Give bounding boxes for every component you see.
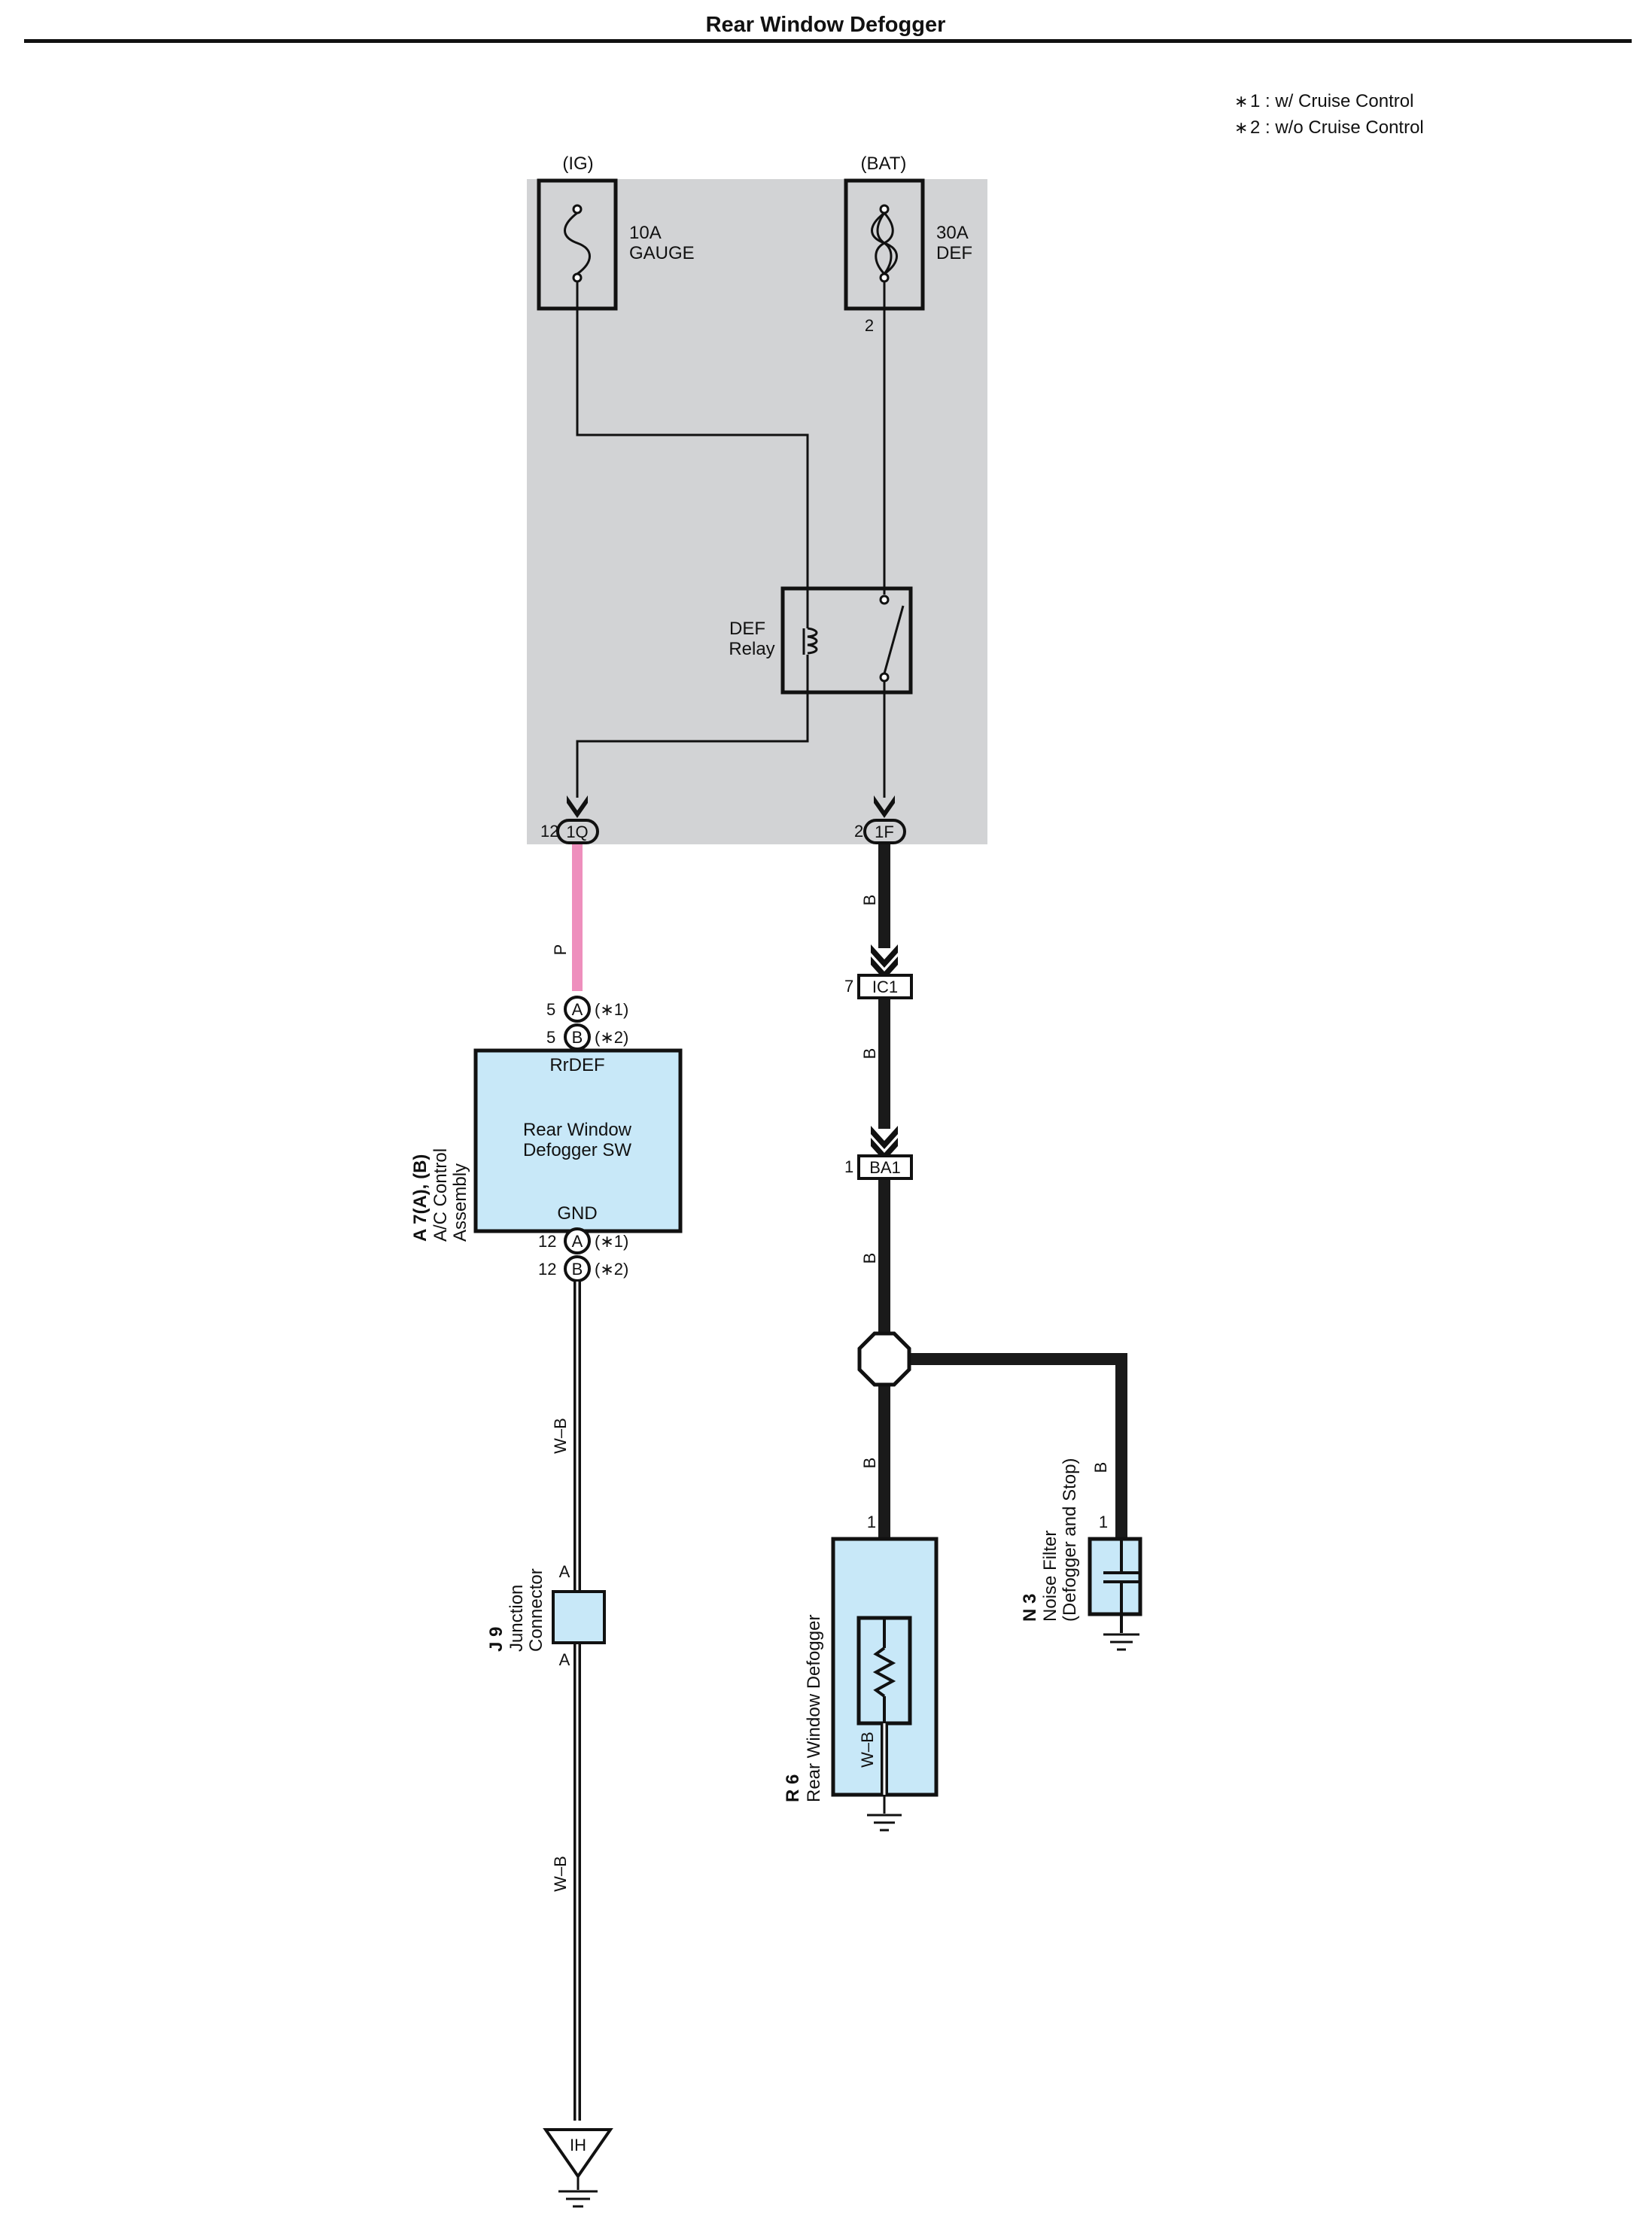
fuse-30a-name: DEF <box>936 243 972 263</box>
junction-pin-top: A <box>559 1562 570 1581</box>
note-2-text: 2 : w/o Cruise Control <box>1250 117 1424 138</box>
ac-bottom-pins: 12 A (∗1) 12 B (∗2) <box>538 1227 628 1282</box>
ac-bot-pin-a: 12 <box>538 1232 556 1251</box>
junction-connector <box>552 1590 606 1644</box>
ac-bot-conn-a-label: A <box>572 1232 583 1251</box>
defogger-id: R 6 <box>783 1774 803 1802</box>
relay-switch-icon <box>879 594 905 683</box>
fuse-30a-icon <box>871 204 898 283</box>
ac-control-name-2: Assembly <box>450 1163 470 1242</box>
ac-bot-note-b: (∗2) <box>595 1260 628 1279</box>
ac-control-id-group: A 7(A), (B) A/C Control Assembly <box>410 1148 470 1242</box>
note-1-text: 1 : w/ Cruise Control <box>1250 91 1413 111</box>
relay-label-1: DEF <box>729 619 765 639</box>
ac-top-note-a: (∗1) <box>595 1000 628 1019</box>
fuse-10a-amp: 10A <box>629 223 662 243</box>
conn-ic1 <box>857 974 913 999</box>
defogger-pin: 1 <box>867 1513 876 1531</box>
ac-sw-label-1: Rear Window <box>523 1120 632 1140</box>
conn-1q-label: 1Q <box>566 823 588 841</box>
conn-1f-pin: 2 <box>854 822 863 841</box>
notes: ∗ 1 : w/ Cruise Control ∗ 2 : w/o Cruise… <box>1234 91 1424 138</box>
junction-name-2: Connector <box>526 1568 546 1652</box>
ac-rrdef-label: RrDEF <box>549 1055 604 1075</box>
ac-bot-note-a: (∗1) <box>595 1232 628 1251</box>
relay-label-2: Relay <box>729 639 774 659</box>
ac-bot-conn-b <box>564 1255 591 1282</box>
wire-b-label-6: B <box>1091 1462 1110 1473</box>
conn-ba1-pin: 1 <box>844 1157 853 1176</box>
ac-top-conn-a-label: A <box>572 1000 583 1019</box>
junction-name-1: Junction <box>507 1585 527 1652</box>
conn-ic1-label: IC1 <box>872 978 898 996</box>
noise-filter-pin: 1 <box>1099 1513 1108 1531</box>
splice-point <box>857 1331 911 1387</box>
ac-control-id: A 7(A), (B) <box>410 1154 430 1242</box>
ac-sw-label-2: Defogger SW <box>523 1140 631 1160</box>
bat-source-label: (BAT) <box>861 154 907 174</box>
wire-p-label: P <box>551 944 570 956</box>
fuse-10a-icon <box>564 204 591 283</box>
ac-bot-pin-b: 12 <box>538 1260 556 1279</box>
conn-1q-pin: 12 <box>540 822 558 841</box>
connector-chevron-icon <box>567 795 895 818</box>
ground-icon <box>867 1795 902 1832</box>
conn-ba1 <box>857 1154 913 1180</box>
capacitor-icon <box>1103 1539 1139 1633</box>
defogger-wb-label: W–B <box>858 1732 877 1768</box>
ig-source-label: (IG) <box>562 154 593 174</box>
ac-top-conn-b-label: B <box>572 1028 583 1047</box>
resistor-icon <box>872 1647 896 1698</box>
junction-pin-bottom: A <box>559 1650 570 1669</box>
conn-1f-label: 1F <box>875 823 894 841</box>
ac-top-pins: 5 A (∗1) 5 B (∗2) <box>546 996 628 1051</box>
note-2-mark: ∗ <box>1234 118 1248 137</box>
ac-control-name-1: A/C Control <box>430 1148 451 1242</box>
noise-filter-name-1: Noise Filter <box>1040 1531 1060 1622</box>
wire-wb-label-2: W–B <box>551 1856 570 1892</box>
internal-wiring <box>576 281 886 798</box>
noise-filter-id: N 3 <box>1020 1594 1040 1622</box>
wire-b-label-1: B <box>860 895 879 906</box>
ac-top-pin-b: 5 <box>546 1028 555 1047</box>
ground-icon <box>1103 1633 1139 1651</box>
wire-b-label-2: B <box>860 1048 879 1060</box>
note-1-mark: ∗ <box>1234 92 1248 111</box>
noise-filter-name-2: (Defogger and Stop) <box>1060 1458 1080 1622</box>
def-relay <box>780 586 913 695</box>
fuse-30a-amp: 30A <box>936 223 969 243</box>
junction-id: J 9 <box>486 1627 507 1652</box>
defogger-name: Rear Window Defogger <box>804 1615 824 1802</box>
wire-b-label-4: B <box>860 1458 879 1469</box>
title-rule <box>24 39 1632 43</box>
ac-top-note-b: (∗2) <box>595 1028 628 1047</box>
ac-gnd-label: GND <box>557 1203 597 1224</box>
wire-wb-label-1: W–B <box>551 1418 570 1454</box>
fuse-30a-pin: 2 <box>865 316 874 335</box>
diagram-title: Rear Window Defogger <box>706 13 946 37</box>
ac-top-conn-a <box>564 996 591 1023</box>
noise-filter <box>1088 1537 1142 1616</box>
relay-coil-icon <box>802 627 818 655</box>
fuse-box-area <box>527 179 987 844</box>
wire-b-main <box>871 844 1127 1618</box>
wire-b-label-3: B <box>860 1253 879 1264</box>
conn-ic1-pin: 7 <box>844 977 853 996</box>
ground-ih-label: IH <box>570 2136 586 2154</box>
ac-bot-conn-b-label: B <box>572 1260 583 1279</box>
ground-ih-symbol <box>543 2128 613 2208</box>
conn-1q <box>556 819 599 844</box>
ac-top-pin-a: 5 <box>546 1000 555 1019</box>
conn-ba1-label: BA1 <box>869 1158 901 1177</box>
conn-1f <box>863 819 906 844</box>
ac-bot-conn-a <box>564 1227 591 1254</box>
fuse-10a-name: GAUGE <box>629 243 695 263</box>
